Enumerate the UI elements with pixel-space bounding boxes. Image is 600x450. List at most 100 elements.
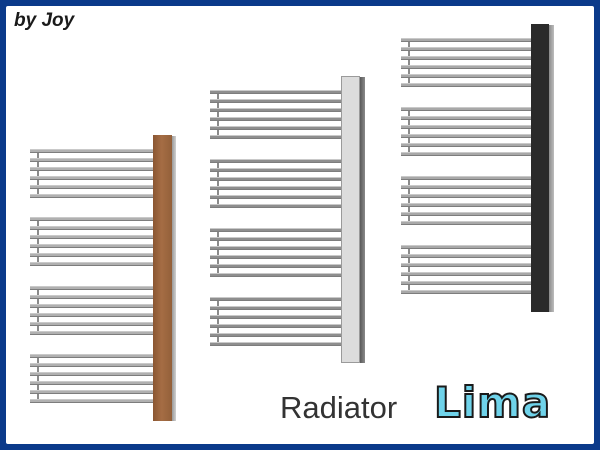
radiator-bar bbox=[30, 381, 153, 385]
radiator-bar bbox=[401, 290, 531, 294]
bar-connector bbox=[217, 259, 219, 264]
radiator-bar bbox=[401, 281, 531, 285]
radiator-bar bbox=[30, 253, 153, 257]
radiator-bar bbox=[30, 235, 153, 239]
bar-connector bbox=[408, 69, 410, 74]
radiator-bar bbox=[401, 134, 531, 138]
radiator-bar bbox=[401, 203, 531, 207]
bar-connector bbox=[408, 42, 410, 47]
radiator-bar bbox=[401, 107, 531, 111]
bar-connector bbox=[37, 367, 39, 372]
radiator-bar bbox=[30, 244, 153, 248]
radiator-bar bbox=[401, 74, 531, 78]
radiator-bar bbox=[210, 306, 341, 310]
radiator-bar bbox=[401, 125, 531, 129]
bar-connector bbox=[37, 257, 39, 262]
bar-connector bbox=[217, 172, 219, 177]
product-title: Radiator bbox=[280, 390, 397, 426]
product-name-logo: Lima bbox=[433, 377, 552, 428]
bar-connector bbox=[408, 111, 410, 116]
radiator-bar bbox=[210, 126, 341, 130]
bar-connector bbox=[217, 130, 219, 135]
bar-connector bbox=[37, 385, 39, 390]
radiator-bar bbox=[401, 56, 531, 60]
radiator-bar bbox=[401, 221, 531, 225]
bar-connector bbox=[37, 248, 39, 253]
radiator-bar bbox=[30, 226, 153, 230]
radiator-bar bbox=[401, 254, 531, 258]
radiator-wood bbox=[30, 135, 177, 421]
radiator-bar bbox=[210, 168, 341, 172]
radiator-bar bbox=[30, 217, 153, 221]
bar-connector bbox=[37, 394, 39, 399]
bar-connector bbox=[217, 94, 219, 99]
radiator-panel bbox=[153, 135, 177, 421]
radiator-bar bbox=[210, 315, 341, 319]
bar-connector bbox=[37, 230, 39, 235]
bar-connector bbox=[408, 285, 410, 290]
bar-connector bbox=[408, 147, 410, 152]
radiator-panel bbox=[531, 24, 556, 312]
bar-connector bbox=[217, 232, 219, 237]
radiator-bar bbox=[30, 262, 153, 266]
bar-connector bbox=[408, 120, 410, 125]
radiator-bar bbox=[210, 108, 341, 112]
bar-connector bbox=[408, 180, 410, 185]
radiator-bar bbox=[210, 264, 341, 268]
bar-connector bbox=[408, 267, 410, 272]
radiator-bar bbox=[210, 342, 341, 346]
bar-connector bbox=[37, 239, 39, 244]
radiator-bar bbox=[401, 245, 531, 249]
bar-connector bbox=[37, 376, 39, 381]
radiator-bar bbox=[401, 152, 531, 156]
radiator-panel bbox=[341, 76, 366, 363]
radiator-bar bbox=[210, 324, 341, 328]
radiator-bar bbox=[30, 399, 153, 403]
bar-connector bbox=[217, 190, 219, 195]
radiator-bar bbox=[401, 116, 531, 120]
radiator-bar bbox=[401, 176, 531, 180]
bar-connector bbox=[217, 241, 219, 246]
radiator-bar bbox=[210, 255, 341, 259]
bar-connector bbox=[217, 337, 219, 342]
radiator-bar bbox=[210, 135, 341, 139]
radiator-light-grey bbox=[210, 76, 366, 363]
bar-connector bbox=[217, 181, 219, 186]
radiator-bar bbox=[210, 90, 341, 94]
radiator-bar bbox=[30, 322, 153, 326]
bar-connector bbox=[37, 308, 39, 313]
radiator-bar bbox=[30, 390, 153, 394]
bar-connector bbox=[217, 199, 219, 204]
radiator-bar bbox=[401, 143, 531, 147]
bar-connector bbox=[217, 268, 219, 273]
bar-connector bbox=[217, 103, 219, 108]
bar-connector bbox=[37, 180, 39, 185]
radiator-bar bbox=[30, 176, 153, 180]
bar-connector bbox=[217, 319, 219, 324]
radiator-bar bbox=[30, 185, 153, 189]
bar-connector bbox=[408, 129, 410, 134]
radiator-bar bbox=[30, 158, 153, 162]
radiator-bar bbox=[30, 286, 153, 290]
bar-connector bbox=[37, 153, 39, 158]
bar-connector bbox=[408, 138, 410, 143]
bar-connector bbox=[408, 207, 410, 212]
radiator-bar bbox=[401, 65, 531, 69]
radiator-bar bbox=[30, 167, 153, 171]
radiator-bar bbox=[210, 273, 341, 277]
bar-connector bbox=[408, 198, 410, 203]
radiator-bar bbox=[210, 237, 341, 241]
radiator-bar bbox=[30, 363, 153, 367]
bar-connector bbox=[37, 171, 39, 176]
radiator-black bbox=[401, 24, 556, 312]
bar-connector bbox=[37, 189, 39, 194]
bar-connector bbox=[37, 326, 39, 331]
radiator-bar bbox=[30, 331, 153, 335]
radiator-bar bbox=[210, 117, 341, 121]
radiator-bar bbox=[30, 372, 153, 376]
radiator-bar bbox=[401, 212, 531, 216]
bar-connector bbox=[37, 299, 39, 304]
bar-connector bbox=[37, 221, 39, 226]
author-credit: by Joy bbox=[14, 10, 75, 31]
bar-connector bbox=[408, 51, 410, 56]
